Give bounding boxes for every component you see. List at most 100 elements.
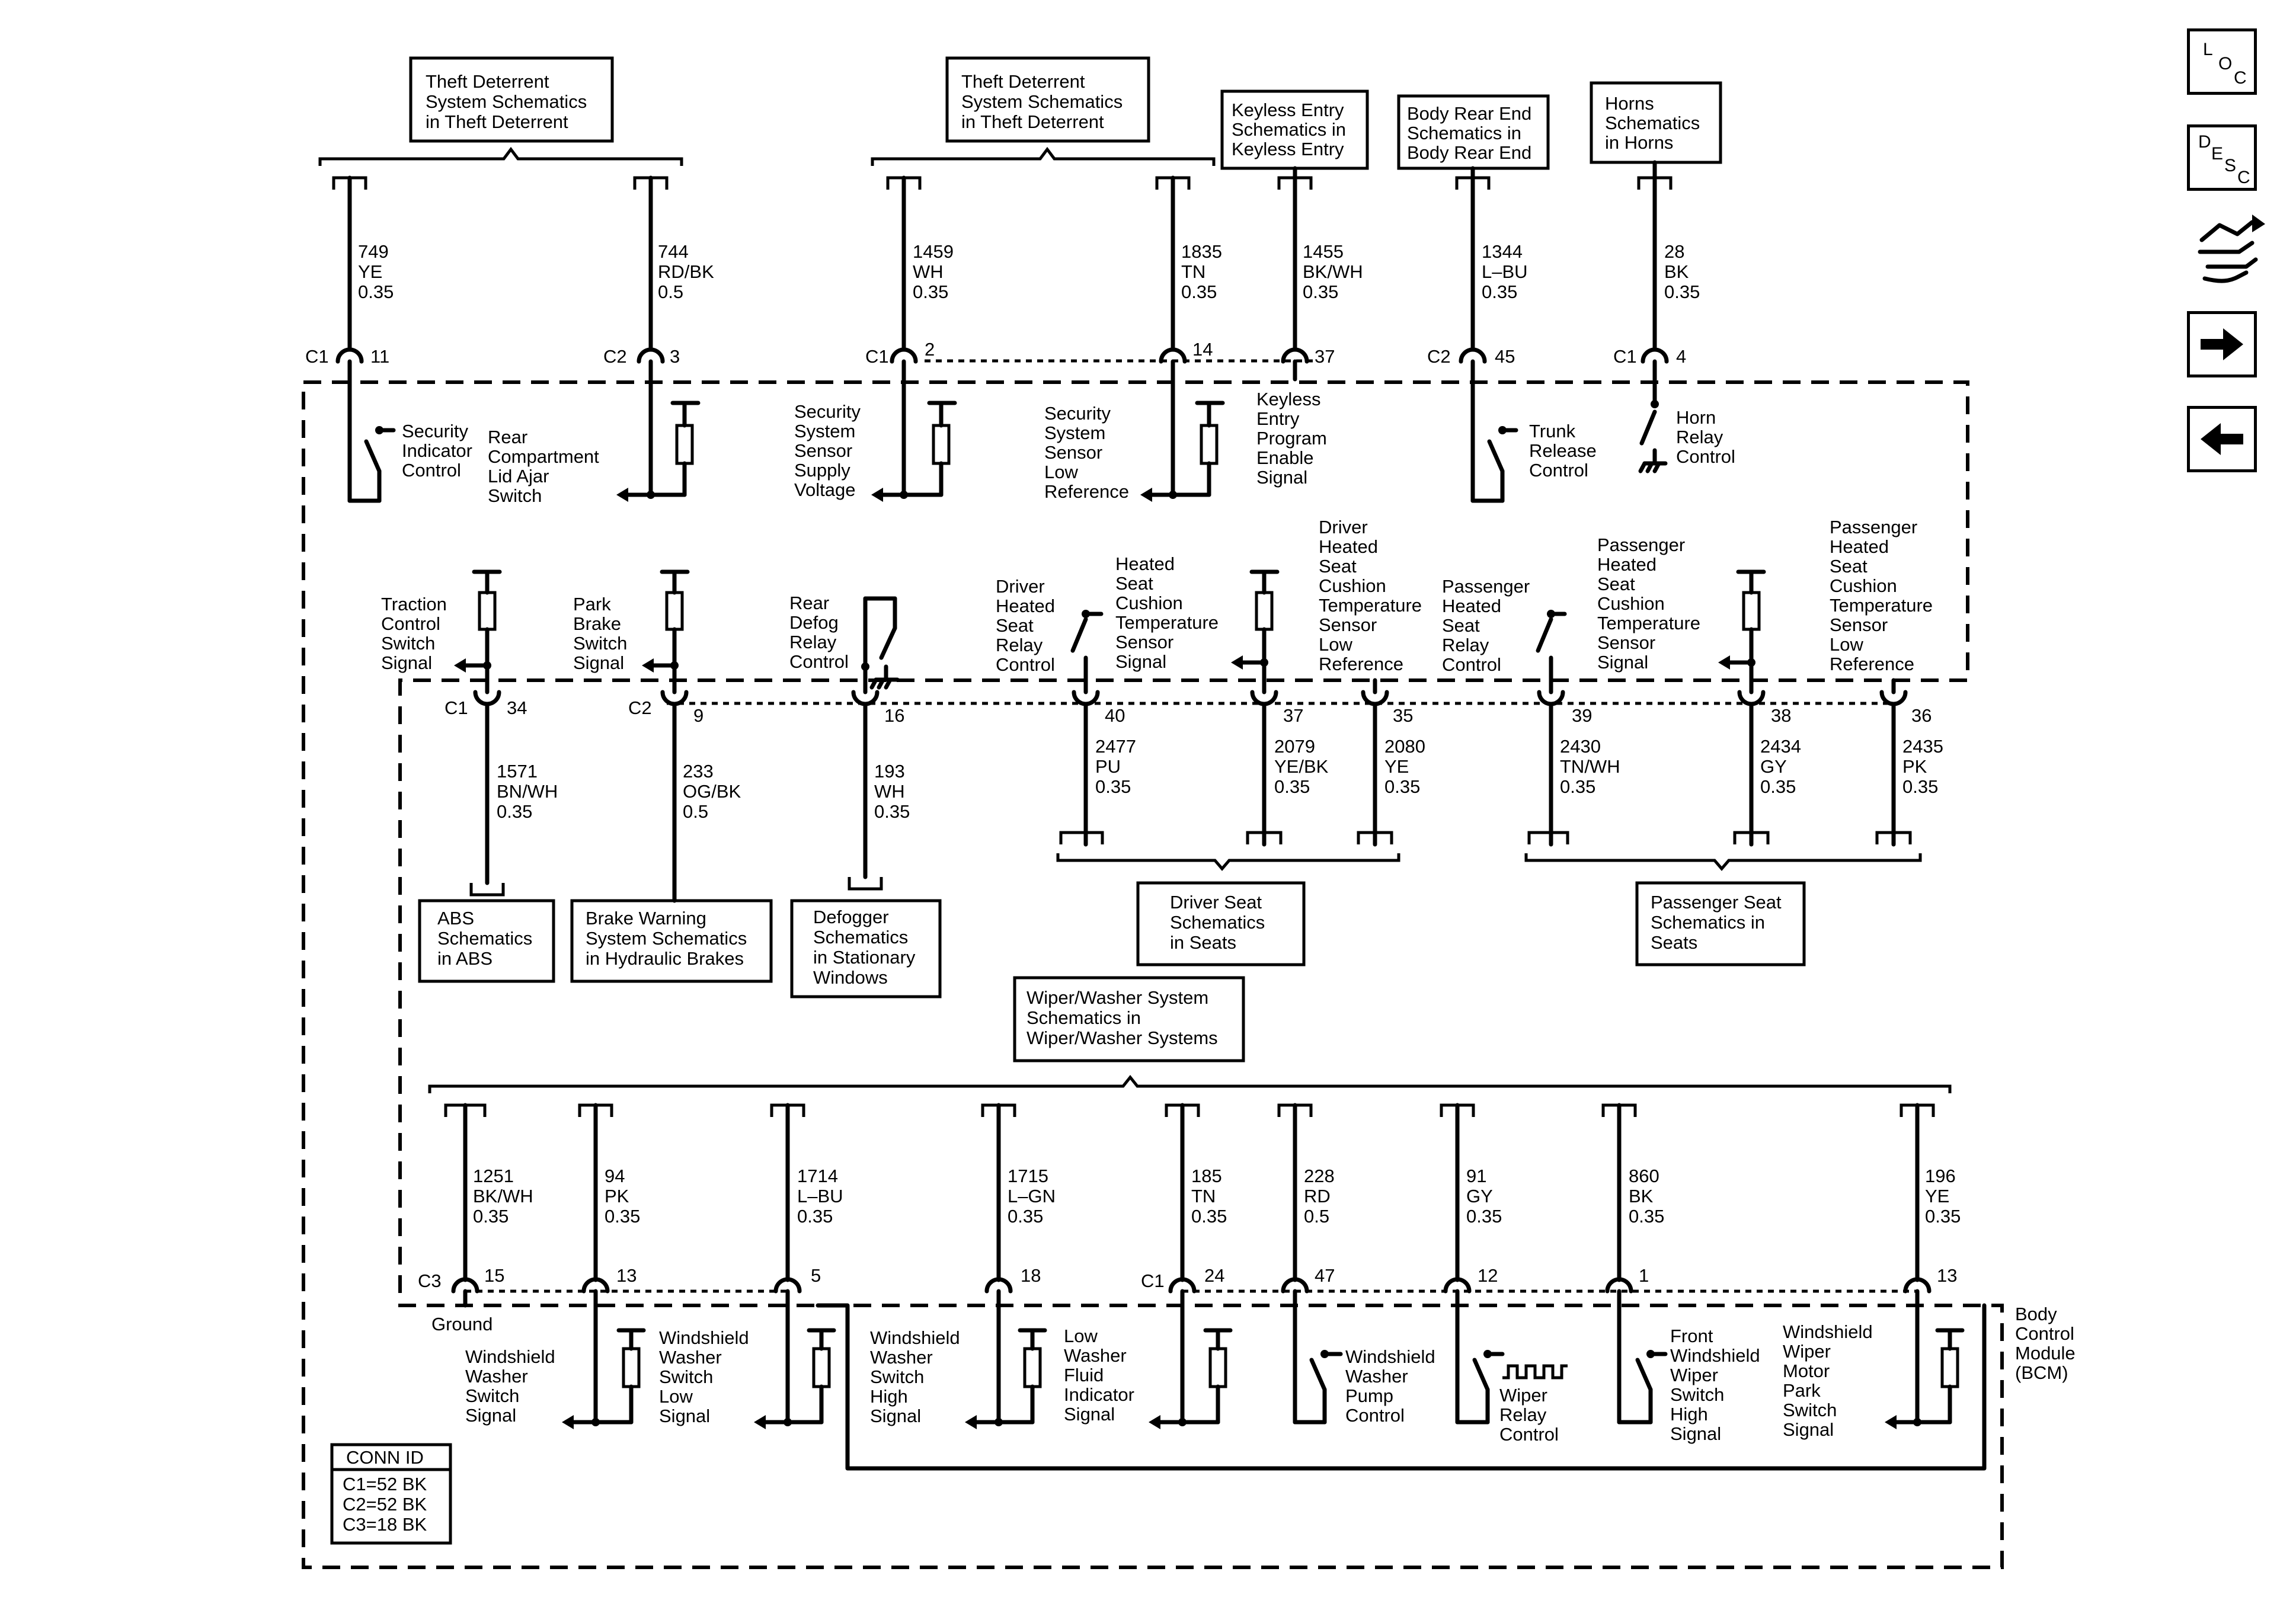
svg-text:L–BU: L–BU [1482,261,1528,282]
svg-text:Indicator: Indicator [1064,1384,1134,1405]
svg-text:233: 233 [683,761,714,782]
svg-text:WH: WH [874,781,905,802]
brace-theft-2 [871,146,1216,166]
svg-text:TN: TN [1191,1186,1216,1206]
svg-text:Schematics in: Schematics in [1407,123,1521,143]
svg-text:0.35: 0.35 [1274,776,1310,797]
svg-text:Signal: Signal [1115,651,1166,672]
svg-text:0.35: 0.35 [1925,1206,1961,1227]
svg-text:Relay: Relay [1676,427,1723,447]
svg-text:Defogger: Defogger [813,907,889,927]
svg-text:Sensor: Sensor [1044,442,1102,463]
svg-text:2430: 2430 [1560,736,1601,757]
svg-text:C1: C1 [445,697,468,718]
svg-text:Rear: Rear [789,593,829,613]
svg-text:in ABS: in ABS [437,948,493,969]
svg-text:0.35: 0.35 [1303,281,1338,302]
svg-text:System Schematics: System Schematics [586,928,747,949]
svg-text:Temperature: Temperature [1319,595,1422,616]
svg-text:WH: WH [913,261,944,282]
svg-text:Control: Control [402,460,461,481]
svg-text:Defog: Defog [789,612,839,633]
svg-text:Security: Security [794,401,861,422]
svg-text:Signal: Signal [1597,652,1648,673]
bcm-label: Body Control Module (BCM) [2015,1304,2076,1383]
svg-text:CONN ID: CONN ID [346,1447,424,1468]
ref-box-horns[interactable]: Horns Schematics in Horns [1590,81,1722,164]
svg-text:BN/WH: BN/WH [497,781,558,802]
svg-text:0.35: 0.35 [1482,281,1517,302]
svg-text:0.5: 0.5 [1304,1206,1329,1227]
ref-box-driver-seat[interactable]: Driver Seat Schematics in Seats [1136,881,1306,966]
svg-text:Sensor: Sensor [1115,632,1173,652]
svg-text:Brake: Brake [573,613,621,634]
svg-text:1715: 1715 [1008,1166,1048,1186]
svg-text:Control: Control [1529,460,1588,481]
ref-box-wiper-washer[interactable]: Wiper/Washer System Schematics in Wiper/… [1013,976,1245,1062]
ref-box-keyless-entry[interactable]: Keyless Entry Schematics in Keyless Entr… [1220,89,1369,170]
svg-text:in Theft Deterrent: in Theft Deterrent [426,111,568,132]
svg-text:Schematics in: Schematics in [1651,912,1765,933]
svg-text:1344: 1344 [1482,241,1523,262]
bottom-wire-group: 1251 BK/WH 0.35 C3 15 Ground 94 PK 0.35 … [418,1103,1987,1471]
ref-box-brake-warning[interactable]: Brake Warning System Schematics in Hydra… [570,899,773,983]
svg-text:Heated: Heated [1319,536,1378,557]
svg-text:Theft Deterrent: Theft Deterrent [961,71,1085,92]
svg-text:Rear: Rear [488,427,527,447]
ref-box-theft-deterrent-2[interactable]: Theft Deterrent System Schematics in The… [945,56,1150,143]
svg-text:91: 91 [1466,1166,1486,1186]
svg-text:2080: 2080 [1384,736,1425,757]
svg-text:Relay: Relay [1499,1404,1547,1425]
svg-text:C2: C2 [628,697,652,718]
svg-text:in Stationary: in Stationary [813,947,916,968]
svg-text:0.35: 0.35 [1181,281,1217,302]
wire-744-rdbk: 744 RD/BK 0.5 C2 3 [603,175,714,502]
loc-button[interactable]: L O C [2187,28,2257,95]
svg-text:0.35: 0.35 [1902,776,1938,797]
wire-1344-lbu: 1344 L–BU 0.35 C2 45 [1427,166,1528,503]
previous-page-button[interactable] [2187,406,2257,472]
arrow-right-icon [2201,328,2243,360]
svg-text:0.35: 0.35 [1466,1206,1502,1227]
svg-text:2477: 2477 [1095,736,1136,757]
top-wire-group: 749 YE 0.35 C1 11 744 RD/BK 0.5 C2 3 [305,160,1700,503]
svg-text:Motor: Motor [1783,1361,1830,1381]
svg-text:2079: 2079 [1274,736,1315,757]
wire-2430-tnwh: 39 2430 TN/WH 0.35 [1527,610,1620,847]
svg-text:in Horns: in Horns [1605,132,1673,153]
svg-text:PU: PU [1095,756,1121,777]
svg-text:0.35: 0.35 [1191,1206,1227,1227]
svg-text:0.35: 0.35 [1560,776,1595,797]
wire-2477-pu: 40 2477 PU 0.35 [1059,610,1136,847]
svg-text:Wiper/Washer Systems: Wiper/Washer Systems [1027,1028,1218,1048]
svg-text:Keyless Entry: Keyless Entry [1232,100,1344,120]
svg-text:Switch: Switch [381,633,435,654]
brace-passenger-seat [1524,853,1922,871]
svg-text:Lid Ajar: Lid Ajar [488,466,549,486]
svg-text:Driver Seat: Driver Seat [1170,892,1262,913]
pwm-signal-icon [1502,1364,1568,1379]
ref-box-passenger-seat[interactable]: Passenger Seat Schematics in Seats [1635,881,1806,966]
svg-text:39: 39 [1572,705,1592,726]
next-page-button[interactable] [2187,311,2257,377]
svg-text:Low: Low [1064,1326,1098,1346]
svg-text:L–BU: L–BU [797,1186,843,1206]
svg-text:Heated: Heated [1830,536,1889,557]
ref-box-body-rear-end[interactable]: Body Rear End Schematics in Body Rear En… [1397,94,1550,170]
svg-text:Body: Body [2015,1304,2057,1324]
svg-text:Park: Park [1783,1380,1821,1401]
brace-theft-1 [318,146,683,166]
svg-text:Keyless Entry: Keyless Entry [1232,139,1344,159]
svg-text:Washer: Washer [659,1347,722,1368]
connector-tool-icon[interactable] [2198,215,2265,283]
ref-box-theft-deterrent-1[interactable]: Theft Deterrent System Schematics in The… [409,56,614,143]
svg-text:0.35: 0.35 [605,1206,640,1227]
desc-button[interactable]: D E S C [2187,124,2257,191]
svg-text:0.35: 0.35 [913,281,948,302]
wire-860-bk: 860 BK 0.35 1 [1601,1103,1668,1425]
ref-box-defogger[interactable]: Defogger Schematics in Stationary Window… [790,899,942,998]
svg-text:37: 37 [1283,705,1303,726]
svg-text:Windshield: Windshield [870,1327,960,1348]
ref-box-abs[interactable]: ABS Schematics in ABS [418,899,555,983]
svg-text:System: System [794,421,855,441]
